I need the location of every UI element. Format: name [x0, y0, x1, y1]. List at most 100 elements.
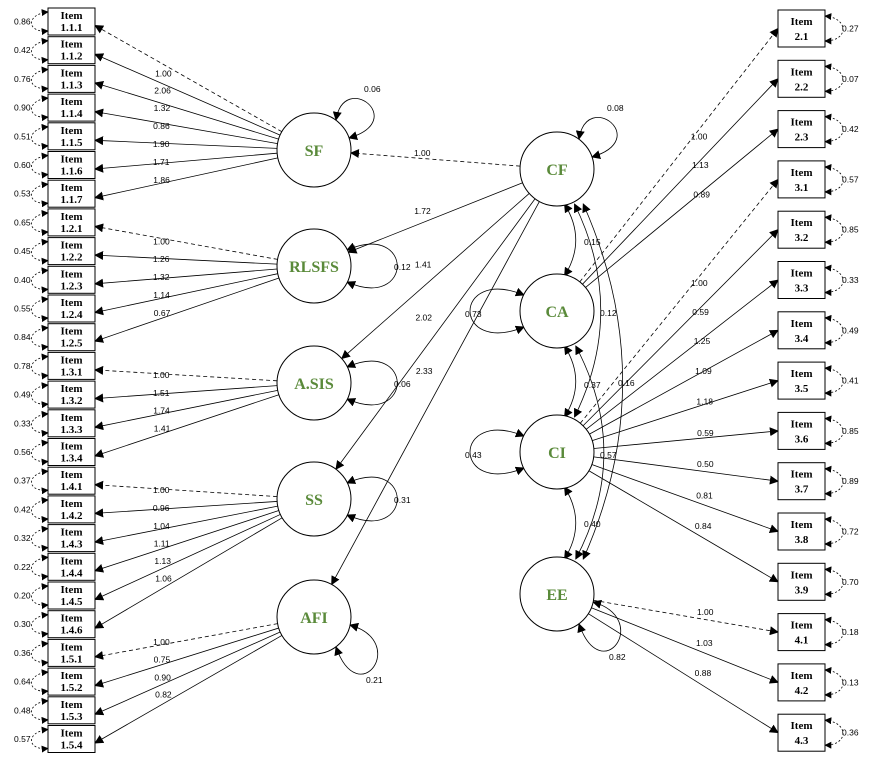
error-arc: [824, 365, 844, 397]
error-variance-label: 0.42: [14, 504, 31, 514]
error-terms: [31, 9, 844, 753]
item-number: 1.4.5: [61, 596, 84, 608]
error-variance-label: 0.60: [14, 160, 31, 170]
error-arc: [31, 123, 49, 150]
item-number: 3.4: [795, 333, 809, 345]
error-variance-label: 0.76: [14, 74, 31, 84]
item-label: Item: [61, 10, 83, 22]
variance-loop: [469, 287, 525, 335]
item-number: 2.1: [795, 31, 809, 43]
item-number: 4.1: [795, 635, 809, 647]
error-variance-label: 0.22: [14, 562, 31, 572]
error-arc: [824, 63, 844, 95]
loading-path: [94, 501, 278, 518]
error-arc: [824, 666, 844, 699]
error-arc: [31, 95, 49, 122]
error-variance-label: 0.64: [14, 677, 31, 687]
error-arc: [31, 9, 49, 36]
item-number: 3.6: [795, 433, 809, 445]
error-variance-label: 0.57: [14, 734, 31, 744]
error-arc: [824, 314, 844, 347]
loading-path: [94, 80, 279, 140]
error-arc: [31, 238, 49, 265]
loading-path: [94, 635, 283, 744]
item-number: 4.3: [795, 735, 809, 747]
item-label: Item: [61, 268, 83, 280]
loading-label: 1.86: [153, 175, 170, 185]
item-number: 3.7: [795, 484, 809, 496]
loading-label: 1.00: [691, 132, 708, 142]
error-arc: [824, 214, 844, 246]
error-arc: [31, 583, 49, 610]
error-variance-label: 0.84: [14, 332, 31, 342]
loading-label: 0.67: [154, 308, 171, 318]
item-number: 1.5.4: [61, 740, 84, 752]
loading-path: [94, 223, 278, 260]
item-label: Item: [61, 354, 83, 366]
loading-path: [94, 627, 279, 688]
item-number: 1.2.3: [61, 280, 84, 292]
loading-label: 1.13: [154, 556, 171, 566]
latent-label: CA: [545, 304, 569, 321]
loading-label: 0.96: [153, 503, 170, 513]
item-number: 1.1.2: [61, 51, 84, 63]
error-arc: [824, 717, 844, 749]
latent-ss: SS: [276, 461, 352, 537]
loading-label: 0.84: [695, 521, 712, 531]
loading-label: 0.82: [155, 690, 172, 700]
loading-label: 1.00: [153, 236, 170, 246]
loading-label: 0.75: [154, 655, 171, 665]
covariance-label: 0.40: [584, 519, 601, 529]
error-arc: [31, 726, 49, 753]
loading-path: [94, 273, 278, 316]
item-label: Item: [791, 418, 813, 430]
error-arc: [31, 554, 49, 581]
item-number: 3.1: [795, 182, 809, 194]
loading-label: 1.03: [696, 638, 713, 648]
covariance-arc: [564, 345, 577, 418]
error-variance-label: 0.27: [842, 24, 859, 34]
item-number: 1.4.2: [61, 510, 84, 522]
item-number: 1.1.6: [61, 166, 84, 178]
item-number: 1.3.1: [61, 366, 83, 378]
loading-path: [94, 385, 278, 403]
error-arc: [31, 496, 49, 523]
item-label: Item: [61, 125, 83, 137]
error-variance-label: 0.13: [842, 677, 859, 687]
variance-loop: [346, 242, 398, 290]
item-label: Item: [61, 412, 83, 424]
item-number: 3.2: [795, 232, 809, 244]
covariance-label: 0.12: [600, 308, 617, 318]
loading-path: [94, 365, 278, 382]
item-label: Item: [61, 182, 83, 194]
item-label: Item: [61, 498, 83, 510]
variance-label: 0.06: [394, 379, 411, 389]
loading-path: [591, 607, 779, 684]
variance-label: 0.31: [394, 495, 411, 505]
error-variance-label: 0.33: [14, 418, 31, 428]
coefficient-labels: 0.860.420.760.900.510.600.530.650.450.40…: [14, 17, 859, 745]
loading-path: [94, 623, 278, 660]
item-label: Item: [61, 613, 83, 625]
error-arc: [31, 410, 49, 437]
error-variance-label: 0.57: [842, 174, 859, 184]
structural-label: 2.33: [416, 366, 433, 376]
item-number: 3.3: [795, 283, 809, 295]
loading-path: [94, 510, 279, 573]
error-variance-label: 0.45: [14, 246, 31, 256]
loading-path: [591, 464, 779, 533]
item-number: 1.4.4: [61, 567, 84, 579]
error-variance-label: 0.78: [14, 361, 31, 371]
loading-path: [94, 25, 283, 133]
error-variance-label: 0.20: [14, 591, 31, 601]
loading-path: [94, 480, 278, 497]
item-label: Item: [791, 569, 813, 581]
structural-label: 1.00: [414, 148, 431, 158]
error-variance-label: 0.49: [842, 325, 859, 335]
